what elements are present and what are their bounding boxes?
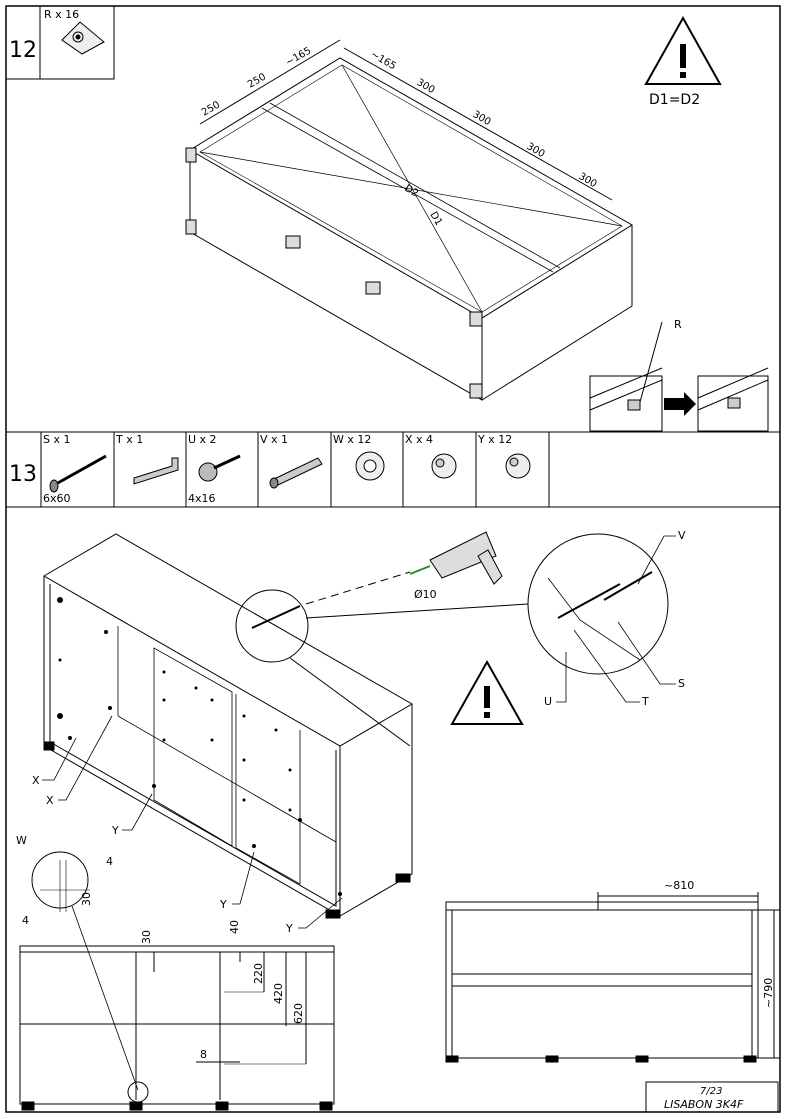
part-y-qty: Y x 12 xyxy=(477,433,512,446)
part-u-qty: U x 2 xyxy=(188,433,217,446)
dim-top-1: 250 xyxy=(200,100,222,119)
diagonal-d1 xyxy=(341,64,483,313)
front-view xyxy=(19,851,335,1111)
washer-w-icon xyxy=(355,451,385,481)
bracket-t-icon xyxy=(133,457,179,485)
step12-header xyxy=(5,5,115,80)
footer-box xyxy=(645,1081,779,1113)
cap-y-icon xyxy=(505,453,531,479)
step12-part-qty: R x 16 xyxy=(44,8,79,21)
callout-y1: Y xyxy=(111,824,119,837)
dim-620: 620 xyxy=(292,1003,305,1024)
product-name: LISABON 3K4F xyxy=(664,1098,744,1111)
warning-d1-d2: D1=D2 xyxy=(649,92,700,108)
dim-4-a: 4 xyxy=(106,855,113,868)
step12-number: 12 xyxy=(9,38,37,63)
part-w-qty: W x 12 xyxy=(333,433,371,446)
screw-s-icon xyxy=(49,454,107,493)
callout-y2: Y xyxy=(219,898,227,911)
warning-icon xyxy=(644,15,722,85)
detail-r-insets xyxy=(589,321,769,432)
part-x-qty: X x 4 xyxy=(405,433,433,446)
part-u-size: 4x16 xyxy=(188,492,216,505)
screw-u-icon xyxy=(198,454,241,482)
drill-size: Ø10 xyxy=(414,588,437,601)
dim-side-5: 300 xyxy=(577,171,599,190)
cam-lock-icon xyxy=(61,21,105,55)
callout-t: T xyxy=(641,695,649,708)
back-view xyxy=(445,892,780,1063)
dim-420: 420 xyxy=(272,983,285,1004)
label-r: R xyxy=(674,318,682,331)
callout-x2: X xyxy=(46,794,54,807)
part-s-size: 6x60 xyxy=(43,492,71,505)
label-w: W xyxy=(16,834,27,847)
detail-zoom xyxy=(235,533,669,747)
dim-4-b: 4 xyxy=(22,914,29,927)
label-d2: D2 xyxy=(403,183,421,200)
dim-40: 40 xyxy=(228,920,241,934)
callout-y3: Y xyxy=(285,922,293,935)
dim-side-4: 300 xyxy=(525,141,547,160)
dim-8: 8 xyxy=(200,1048,207,1061)
callout-x1: X xyxy=(32,774,40,787)
warning-icon-2 xyxy=(450,659,524,725)
page-border xyxy=(5,5,781,1113)
back-width: ~810 xyxy=(664,879,694,892)
cap-x-icon xyxy=(431,453,457,479)
cabinet-drawing xyxy=(43,533,413,919)
shelf-pin-holes xyxy=(57,597,342,896)
step13-number: 13 xyxy=(9,462,37,487)
arrow-right-icon xyxy=(664,392,696,416)
dowel-v-icon xyxy=(269,457,323,489)
callout-s: S xyxy=(678,677,685,690)
step13-parts-table xyxy=(5,431,550,508)
part-t-qty: T x 1 xyxy=(115,433,143,446)
drawer-box-drawing xyxy=(185,39,633,401)
label-d1: D1 xyxy=(427,210,444,228)
part-s-qty: S x 1 xyxy=(43,433,70,446)
callout-u: U xyxy=(544,695,552,708)
callout-v: V xyxy=(678,529,686,542)
dim-side-1: ~165 xyxy=(369,49,398,72)
dim-220: 220 xyxy=(252,963,265,984)
page-number: 7/23 xyxy=(700,1086,722,1097)
drill-icon xyxy=(409,531,503,585)
back-height: ~790 xyxy=(762,978,775,1008)
dim-top-2: 250 xyxy=(246,72,268,91)
dim-side-2: 300 xyxy=(415,77,437,96)
dim-30-a: 30 xyxy=(80,892,93,906)
callout-leaders xyxy=(42,535,676,929)
part-v-qty: V x 1 xyxy=(260,433,288,446)
diagonal-d2 xyxy=(199,151,623,227)
dim-30-b: 30 xyxy=(140,930,153,944)
dim-side-3: 300 xyxy=(471,109,493,128)
